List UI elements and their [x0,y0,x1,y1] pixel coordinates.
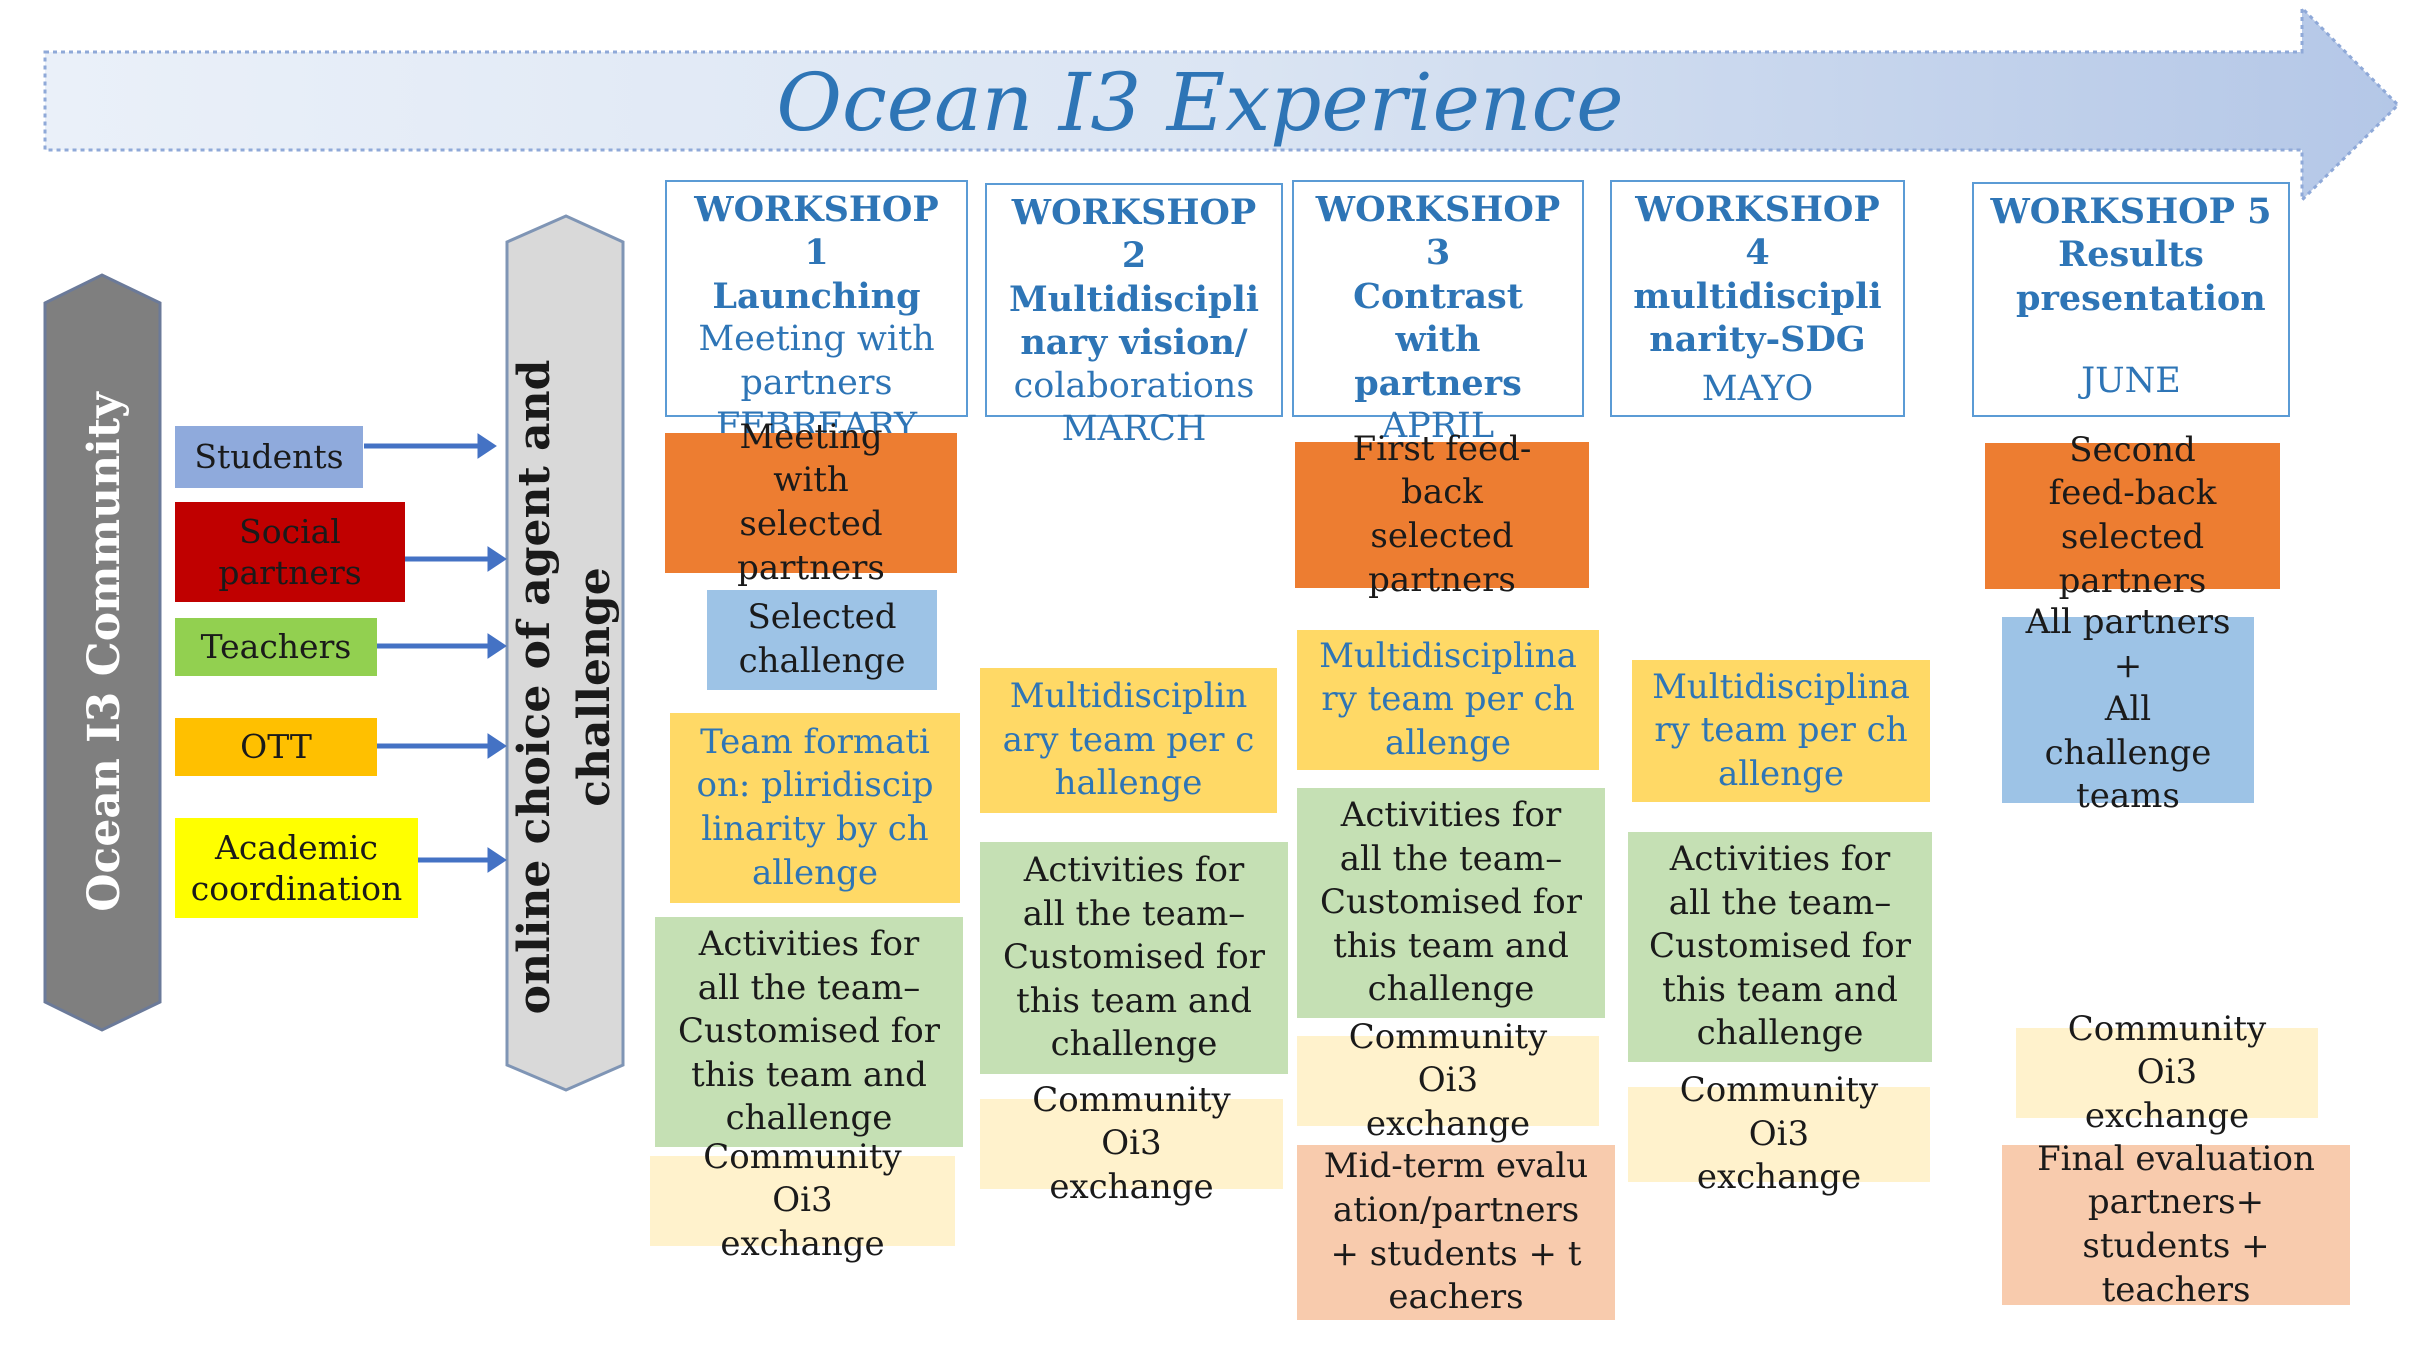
workshop-4-header: WORKSHOP 4 multidisciplinarity-SDG MAYO [1610,180,1905,417]
workshop-4-title: WORKSHOP 4 [1635,189,1880,274]
w1-team-formation: Team formation: pliridisciplinarity by c… [670,713,960,903]
workshop-5-subtitle: Results presentation [2016,234,2266,319]
community-bar [43,273,162,1032]
workshop-4-subtitle: multidisciplinarity-SDG [1633,275,1882,361]
participant-students: Students [175,426,363,488]
w5-all-partners-teams: All partners + All challenge teams [2002,602,2254,816]
workshop-1-subtitle: Launching [712,275,921,317]
w3-midterm-evaluation: Mid-term evaluation/partners + students … [1297,1145,1615,1320]
w3-first-feedback: First feed-back selected partners [1295,429,1589,600]
w2-activities-for-all: Activities for all the team– Customised … [980,842,1288,1074]
workshop-2-header: WORKSHOP 2 Multidisciplinary vision/ col… [985,183,1283,449]
banner-arrow [43,4,2401,204]
w5-plus: + [2113,645,2143,686]
w5-community-exchange: Community Oi3 exchange [2016,1009,2318,1136]
workshop-4-month: MAYO [1701,368,1814,409]
w1-activities-for-all: Activities for all the team– Customised … [655,917,963,1147]
w2-community-exchange: Community Oi3 exchange [980,1080,1283,1207]
workshop-1-title: WORKSHOP 1 [694,189,939,274]
workshop-1-description: Meeting with partners [698,319,935,403]
workshop-3-header: WORKSHOP 3 Contrast with partners APRIL [1292,180,1584,446]
w5-final-evaluation: Final evaluation partners+ students + te… [2002,1139,2350,1310]
w1-community-exchange: Community Oi3 exchange [650,1137,955,1264]
w5-second-feedback: Second feed-back selected partners [1985,430,2280,601]
choice-bar [505,214,625,1092]
participant-social-partners: Social partners [175,502,405,602]
w4-multidisciplinary-team: Multidisciplinary team per challenge [1632,660,1930,802]
participant-academic-coordination: Academic coordination [175,818,418,918]
w4-community-exchange: Community Oi3 exchange [1628,1070,1930,1197]
w5-all-teams: All challenge teams [2044,689,2212,817]
workshop-3-title: WORKSHOP 3 [1315,189,1561,274]
workshop-2-month: MARCH [1061,408,1207,449]
workshop-5-header: WORKSHOP 5 Results presentation JUNE [1972,182,2290,417]
workshop-5-month: JUNE [2081,361,2181,402]
workshop-3-month: APRIL [1381,405,1495,446]
w3-multidisciplinary-team: Multidisciplinary team per challenge [1297,630,1599,770]
w1-selected-challenge: Selected challenge [707,590,937,690]
workshop-2-title: WORKSHOP 2 [1011,192,1257,277]
w2-multidisciplinary-team: Multidisciplinary team per challenge [980,668,1277,813]
page-title: Ocean I3 Experience [776,56,1624,149]
workshop-2-subtitle: Multidisciplinary vision/ [1008,278,1260,364]
w1-meeting-selected-partners: Meeting with selected partners [665,417,957,588]
community-label: Ocean I3 Community [79,392,130,912]
w3-activities-for-all: Activities for all the team– Customised … [1297,788,1605,1018]
w4-activities-for-all: Activities for all the team– Customised … [1628,832,1932,1062]
w5-all-partners: All partners [2025,602,2231,643]
connector-arrows [364,433,507,873]
workshop-1-header: WORKSHOP 1 Launching Meeting with partne… [665,180,968,446]
workshop-5-title: WORKSHOP 5 [1990,191,2272,232]
workshop-2-description: colaborations [1013,365,1255,406]
workshop-3-subtitle: Contrast with partners [1353,275,1523,404]
participant-teachers: Teachers [175,618,377,676]
choice-label: online choice of agent and challenge [500,257,630,1117]
w3-community-exchange: Community Oi3 exchange [1297,1017,1599,1144]
participant-ott: OTT [175,718,377,776]
choice-label-text: online choice of agent and challenge [509,359,620,1015]
